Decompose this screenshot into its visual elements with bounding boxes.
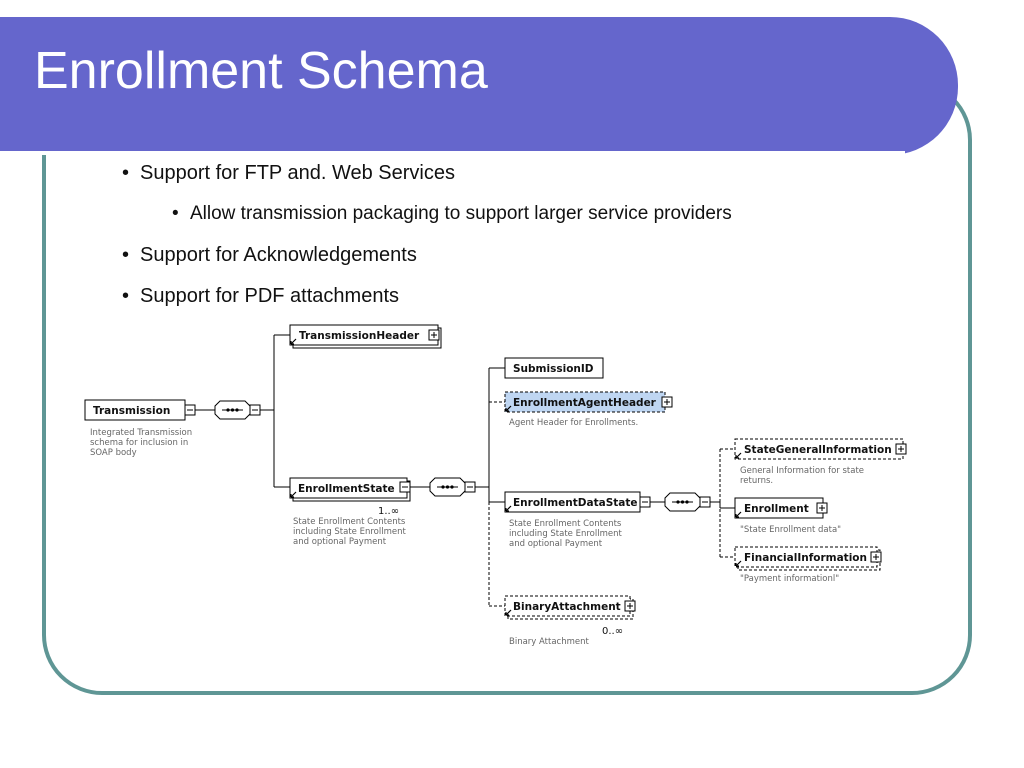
collapse-toggle[interactable]: [184, 404, 196, 416]
node-state-general-information[interactable]: StateGeneralInformation: [734, 438, 907, 460]
node-label: FinancialInformation: [744, 552, 867, 564]
expand-icon: [428, 329, 440, 341]
node-label: BinaryAttachment: [513, 601, 621, 613]
bullet-text: Support for PDF attachments: [140, 285, 400, 307]
node-label: Enrollment: [744, 503, 809, 515]
node-description: including State Enrollment: [509, 529, 622, 539]
node-enrollment-data-state[interactable]: EnrollmentDataState: [504, 491, 651, 513]
reference-arrow-icon: [290, 491, 297, 498]
title-banner: [0, 17, 958, 155]
collapse-toggle[interactable]: [464, 481, 476, 493]
expand-icon: [870, 551, 882, 563]
node-financial-information[interactable]: FinancialInformation: [734, 546, 882, 571]
node-description: General Information for state: [740, 466, 864, 476]
node-description: State Enrollment Contents: [509, 519, 622, 529]
cardinality-label: 1..∞: [378, 506, 399, 517]
slide-title: Enrollment Schema: [34, 42, 488, 100]
expand-icon: [816, 502, 828, 514]
collapse-toggle[interactable]: [249, 404, 261, 416]
node-label: EnrollmentAgentHeader: [513, 397, 657, 409]
node-label: EnrollmentState: [298, 483, 395, 495]
node-enrollment-agent-header[interactable]: EnrollmentAgentHeader: [504, 391, 673, 413]
node-description: schema for inclusion in: [90, 438, 188, 448]
bullet-item: •Support for FTP and. Web Services: [122, 162, 455, 184]
cardinality-label: 0..∞: [602, 626, 623, 637]
bullet-item: •Support for PDF attachments: [122, 285, 400, 307]
reference-arrow-icon: [505, 505, 512, 512]
node-label: TransmissionHeader: [299, 330, 420, 342]
node-label: SubmissionID: [513, 363, 594, 375]
sequence-compositor[interactable]: [429, 477, 466, 497]
connector-lines: [185, 334, 735, 509]
expand-icon: [624, 600, 636, 612]
node-submission-id[interactable]: SubmissionID: [504, 357, 604, 379]
node-description: and optional Payment: [509, 539, 603, 549]
reference-arrow-icon: [735, 452, 742, 459]
reference-arrow-icon: [290, 338, 297, 345]
node-description: "Payment informationl": [740, 574, 839, 584]
collapse-toggle[interactable]: [699, 496, 711, 508]
node-description: Binary Attachment: [509, 637, 590, 647]
node-label: StateGeneralInformation: [744, 444, 892, 456]
node-description: "State Enrollment data": [740, 525, 841, 535]
node-label: Transmission: [93, 405, 170, 417]
reference-arrow-icon: [505, 405, 512, 412]
node-description: and optional Payment: [293, 537, 387, 547]
node-description: State Enrollment Contents: [293, 517, 406, 527]
node-description: SOAP body: [90, 448, 137, 458]
collapse-icon: [639, 496, 651, 508]
node-enrollment-state[interactable]: EnrollmentState: [289, 477, 411, 502]
reference-arrow-icon: [735, 511, 742, 518]
expand-icon: [661, 396, 673, 408]
sequence-compositor[interactable]: [664, 492, 701, 512]
node-label: EnrollmentDataState: [513, 497, 638, 509]
sequence-compositor[interactable]: [214, 400, 251, 420]
node-description: Integrated Transmission: [90, 428, 192, 438]
node-enrollment[interactable]: Enrollment: [734, 497, 828, 519]
reference-arrow-icon: [505, 609, 512, 616]
bullet-text: Support for Acknowledgements: [140, 244, 417, 266]
sub-bullet-item: •Allow transmission packaging to support…: [172, 203, 732, 224]
schema-diagram: Transmission Integrated Transmission sch…: [84, 324, 907, 647]
node-transmission-header[interactable]: TransmissionHeader: [289, 324, 442, 349]
slide-frame: [42, 80, 972, 695]
bullet-text: Support for FTP and. Web Services: [140, 162, 455, 184]
title-rule: [0, 151, 905, 155]
collapse-icon: [399, 481, 411, 493]
node-transmission[interactable]: Transmission: [84, 399, 186, 421]
expand-icon: [895, 443, 907, 455]
node-description: returns.: [740, 476, 773, 486]
reference-arrow-icon: [735, 560, 742, 567]
bullet-text: Allow transmission packaging to support …: [190, 203, 732, 224]
node-description: Agent Header for Enrollments.: [509, 418, 638, 428]
node-description: including State Enrollment: [293, 527, 406, 537]
node-binary-attachment[interactable]: BinaryAttachment: [504, 595, 636, 620]
bullet-item: •Support for Acknowledgements: [122, 244, 417, 266]
optional-connectors: [488, 401, 735, 607]
